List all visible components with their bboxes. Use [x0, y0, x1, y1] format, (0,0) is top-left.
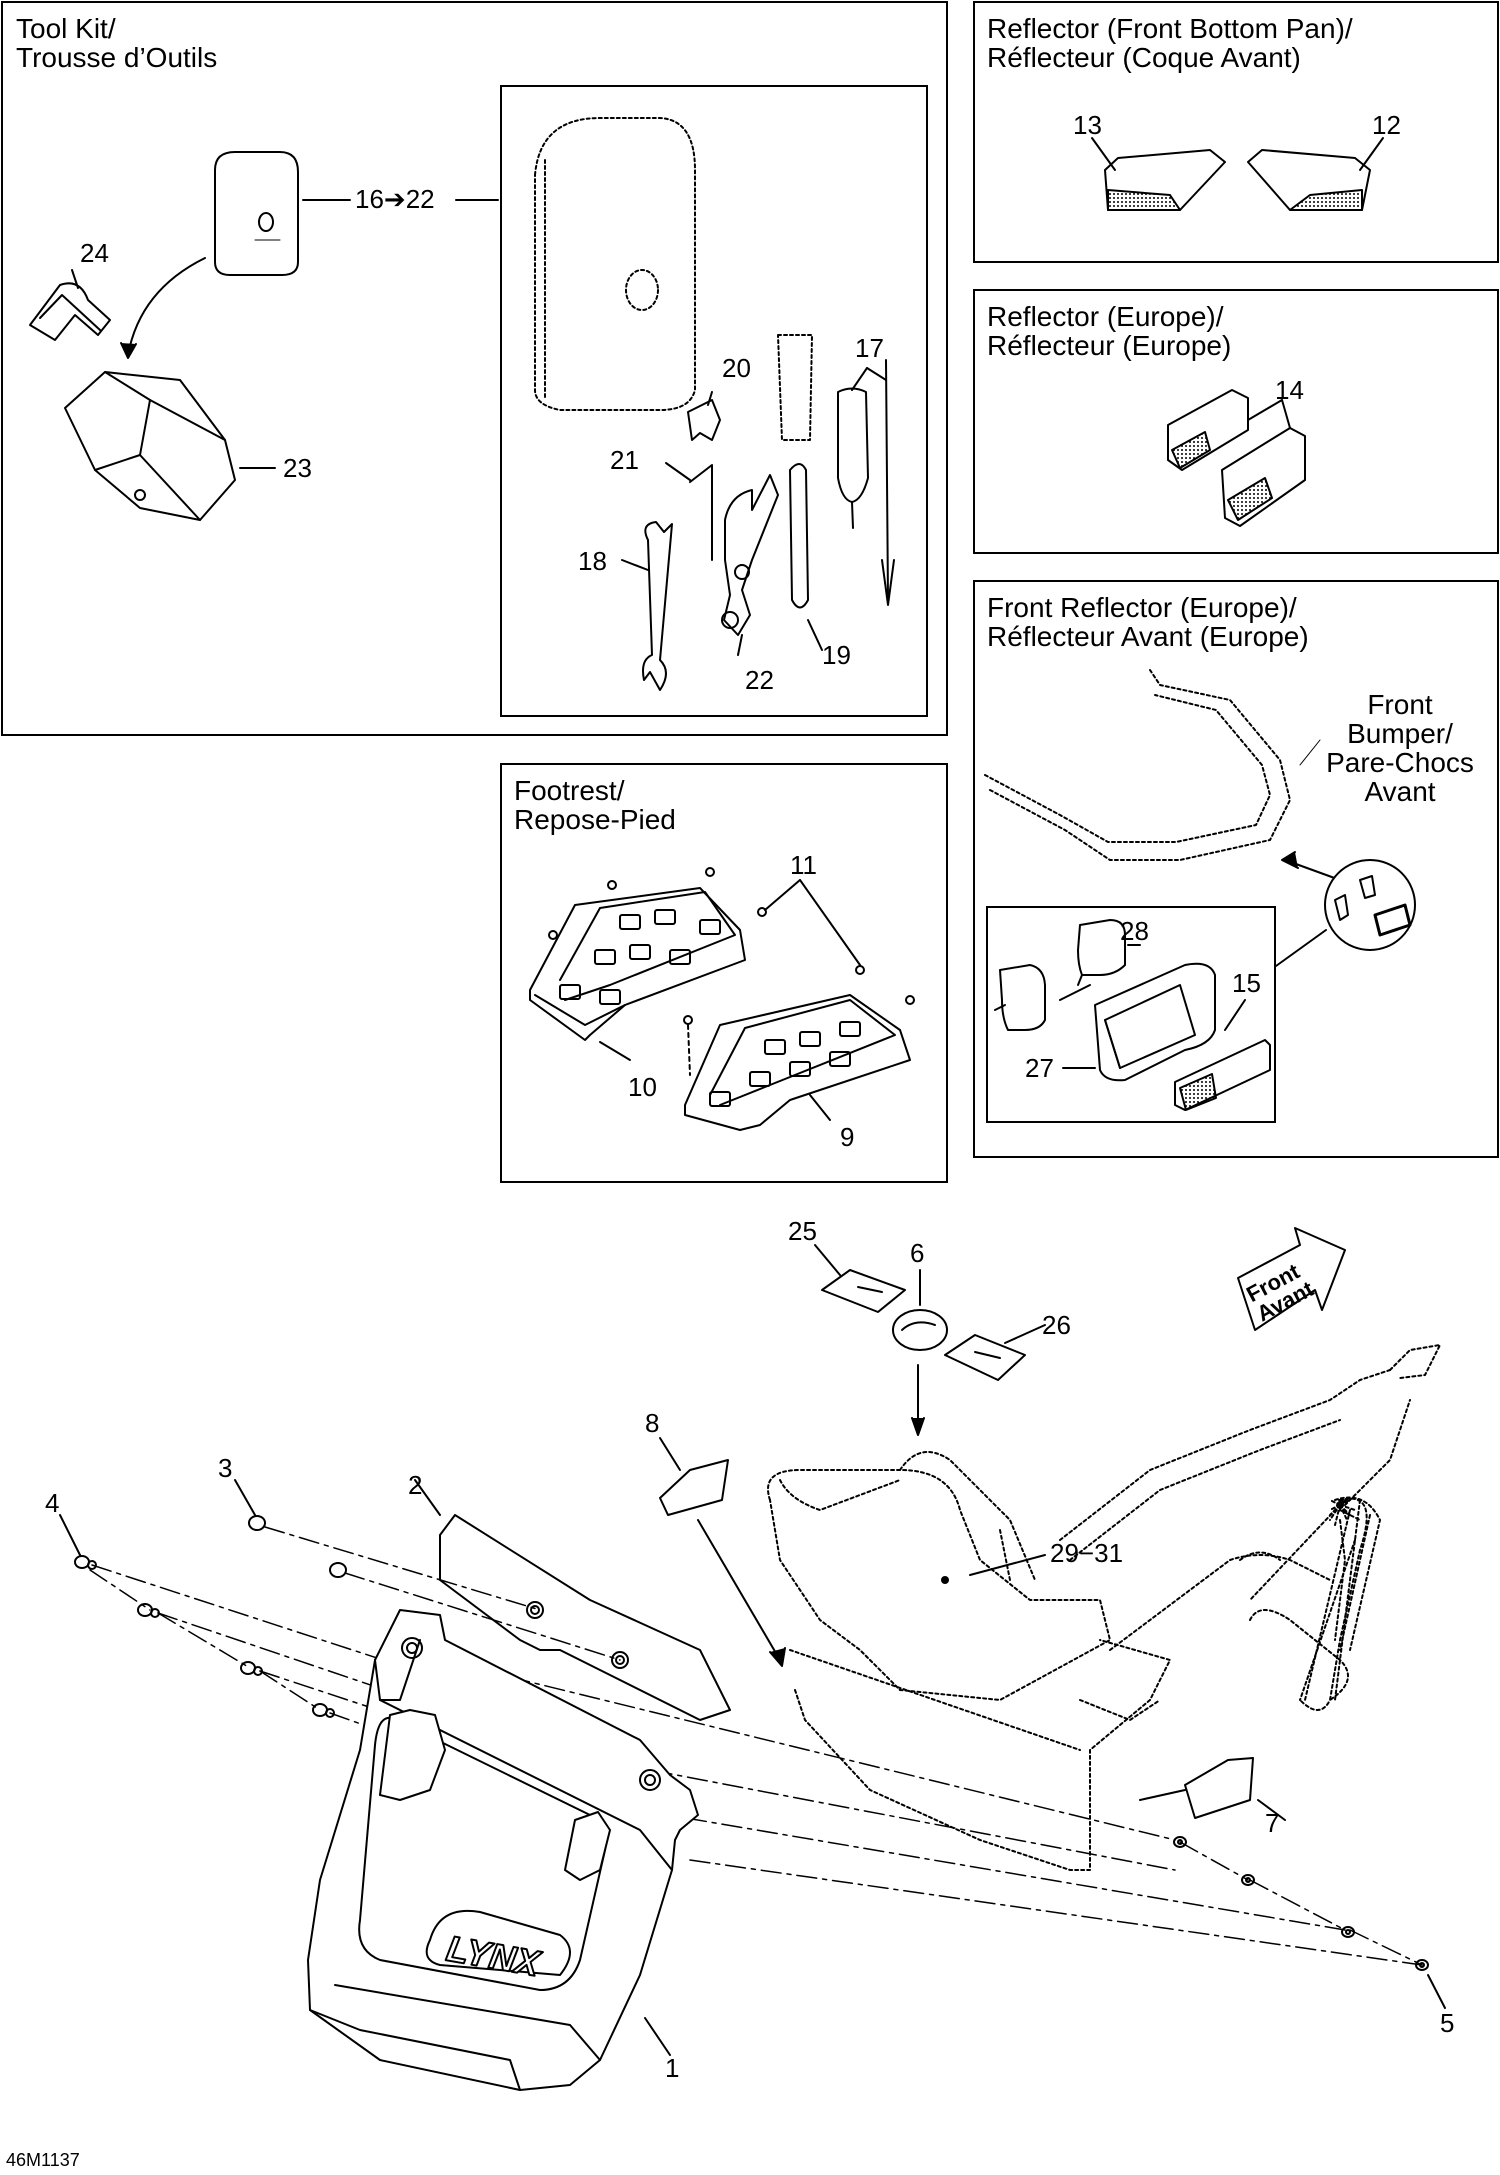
- callout-18: 18: [578, 546, 607, 576]
- front-bumper-label: Front Bumper/ Pare-Chocs Avant: [1326, 689, 1474, 807]
- callout-8: 8: [645, 1408, 660, 1438]
- footrest-9-icon: [683, 965, 915, 1131]
- callout-19: 19: [822, 640, 851, 670]
- front-frame-icon: [767, 1344, 1441, 1871]
- tool-kit-title: Tool Kit/ Trousse d’Outils: [16, 13, 218, 73]
- front-reflector-europe-title: Front Reflector (Europe)/ Réflecteur Ava…: [987, 592, 1309, 652]
- emblem-icon: [892, 1309, 948, 1351]
- callout-13: 13: [1073, 110, 1102, 140]
- callout-27: 27: [1025, 1053, 1054, 1083]
- tools-icon: [642, 334, 895, 691]
- bumper-handle-icon: [1249, 1496, 1381, 1701]
- reflector-14-icon: [1167, 389, 1306, 527]
- washer-4-icon: [74, 1555, 335, 1718]
- reflector-13-icon: [1104, 149, 1226, 211]
- footrest-10-icon: [529, 867, 767, 1041]
- decal-7-icon: [1184, 1757, 1254, 1819]
- callout-22: 22: [745, 665, 774, 695]
- callout-17: 17: [855, 333, 884, 363]
- reflector-15-icon: [1174, 1039, 1271, 1111]
- callout-23: 23: [283, 453, 312, 483]
- front-bumper-icon: [984, 669, 1291, 861]
- callout-15: 15: [1232, 968, 1261, 998]
- reflector-bracket-28-icon: [994, 919, 1126, 1031]
- callout-5: 5: [1440, 2008, 1455, 2038]
- callout-26: 26: [1042, 1310, 1071, 1340]
- reflector-12-icon: [1247, 149, 1371, 211]
- washer-5-icon: [1173, 1836, 1429, 1971]
- tool-pouch-icon: [214, 151, 299, 276]
- footrest-title: Footrest/ Repose-Pied: [514, 775, 676, 835]
- callout-25: 25: [788, 1216, 817, 1246]
- callout-10: 10: [628, 1072, 657, 1102]
- document-id: 46M1137: [6, 2150, 80, 2170]
- deflector-2-icon: [439, 1514, 731, 1721]
- holder-bracket-icon: [29, 269, 111, 341]
- tool-kit-detail-box: [500, 85, 928, 717]
- tool-pouch-detail-icon: [534, 117, 696, 411]
- callout-6: 6: [910, 1238, 925, 1268]
- callout-21: 21: [610, 445, 639, 475]
- decal-26-icon: [944, 1334, 1026, 1381]
- callout-2: 2: [408, 1470, 423, 1500]
- callout-28: 28: [1120, 916, 1149, 946]
- reflector-front-bottom-pan-panel: [973, 1, 1499, 263]
- callout-16-22: 16➔22: [355, 184, 435, 214]
- callout-24: 24: [80, 238, 109, 268]
- front-bottom-pan-icon: LYNX: [307, 1609, 699, 2091]
- reflector-housing-27-icon: [1094, 962, 1216, 1082]
- callout-12: 12: [1372, 110, 1401, 140]
- callout-1: 1: [665, 2053, 680, 2083]
- reflector-europe-title: Reflector (Europe)/ Réflecteur (Europe): [987, 301, 1232, 361]
- callout-7: 7: [1265, 1808, 1280, 1838]
- callout-4: 4: [45, 1488, 60, 1518]
- decal-25-icon: [821, 1269, 906, 1313]
- rivet-3-icon: [248, 1515, 266, 1531]
- tool-tray-icon: [64, 371, 236, 521]
- decal-8-icon: [659, 1459, 729, 1516]
- callout-3: 3: [218, 1453, 233, 1483]
- callout-20: 20: [722, 353, 751, 383]
- reflector-clip-icon: [1334, 875, 1412, 937]
- front-arrow-icon: [1237, 1227, 1346, 1331]
- callout-11: 11: [790, 850, 817, 880]
- callout-9: 9: [840, 1122, 855, 1152]
- reflector-front-bottom-pan-title: Reflector (Front Bottom Pan)/ Réflecteur…: [987, 13, 1353, 73]
- callout-14: 14: [1275, 375, 1304, 405]
- callout-29-31: 29−31: [1050, 1538, 1124, 1568]
